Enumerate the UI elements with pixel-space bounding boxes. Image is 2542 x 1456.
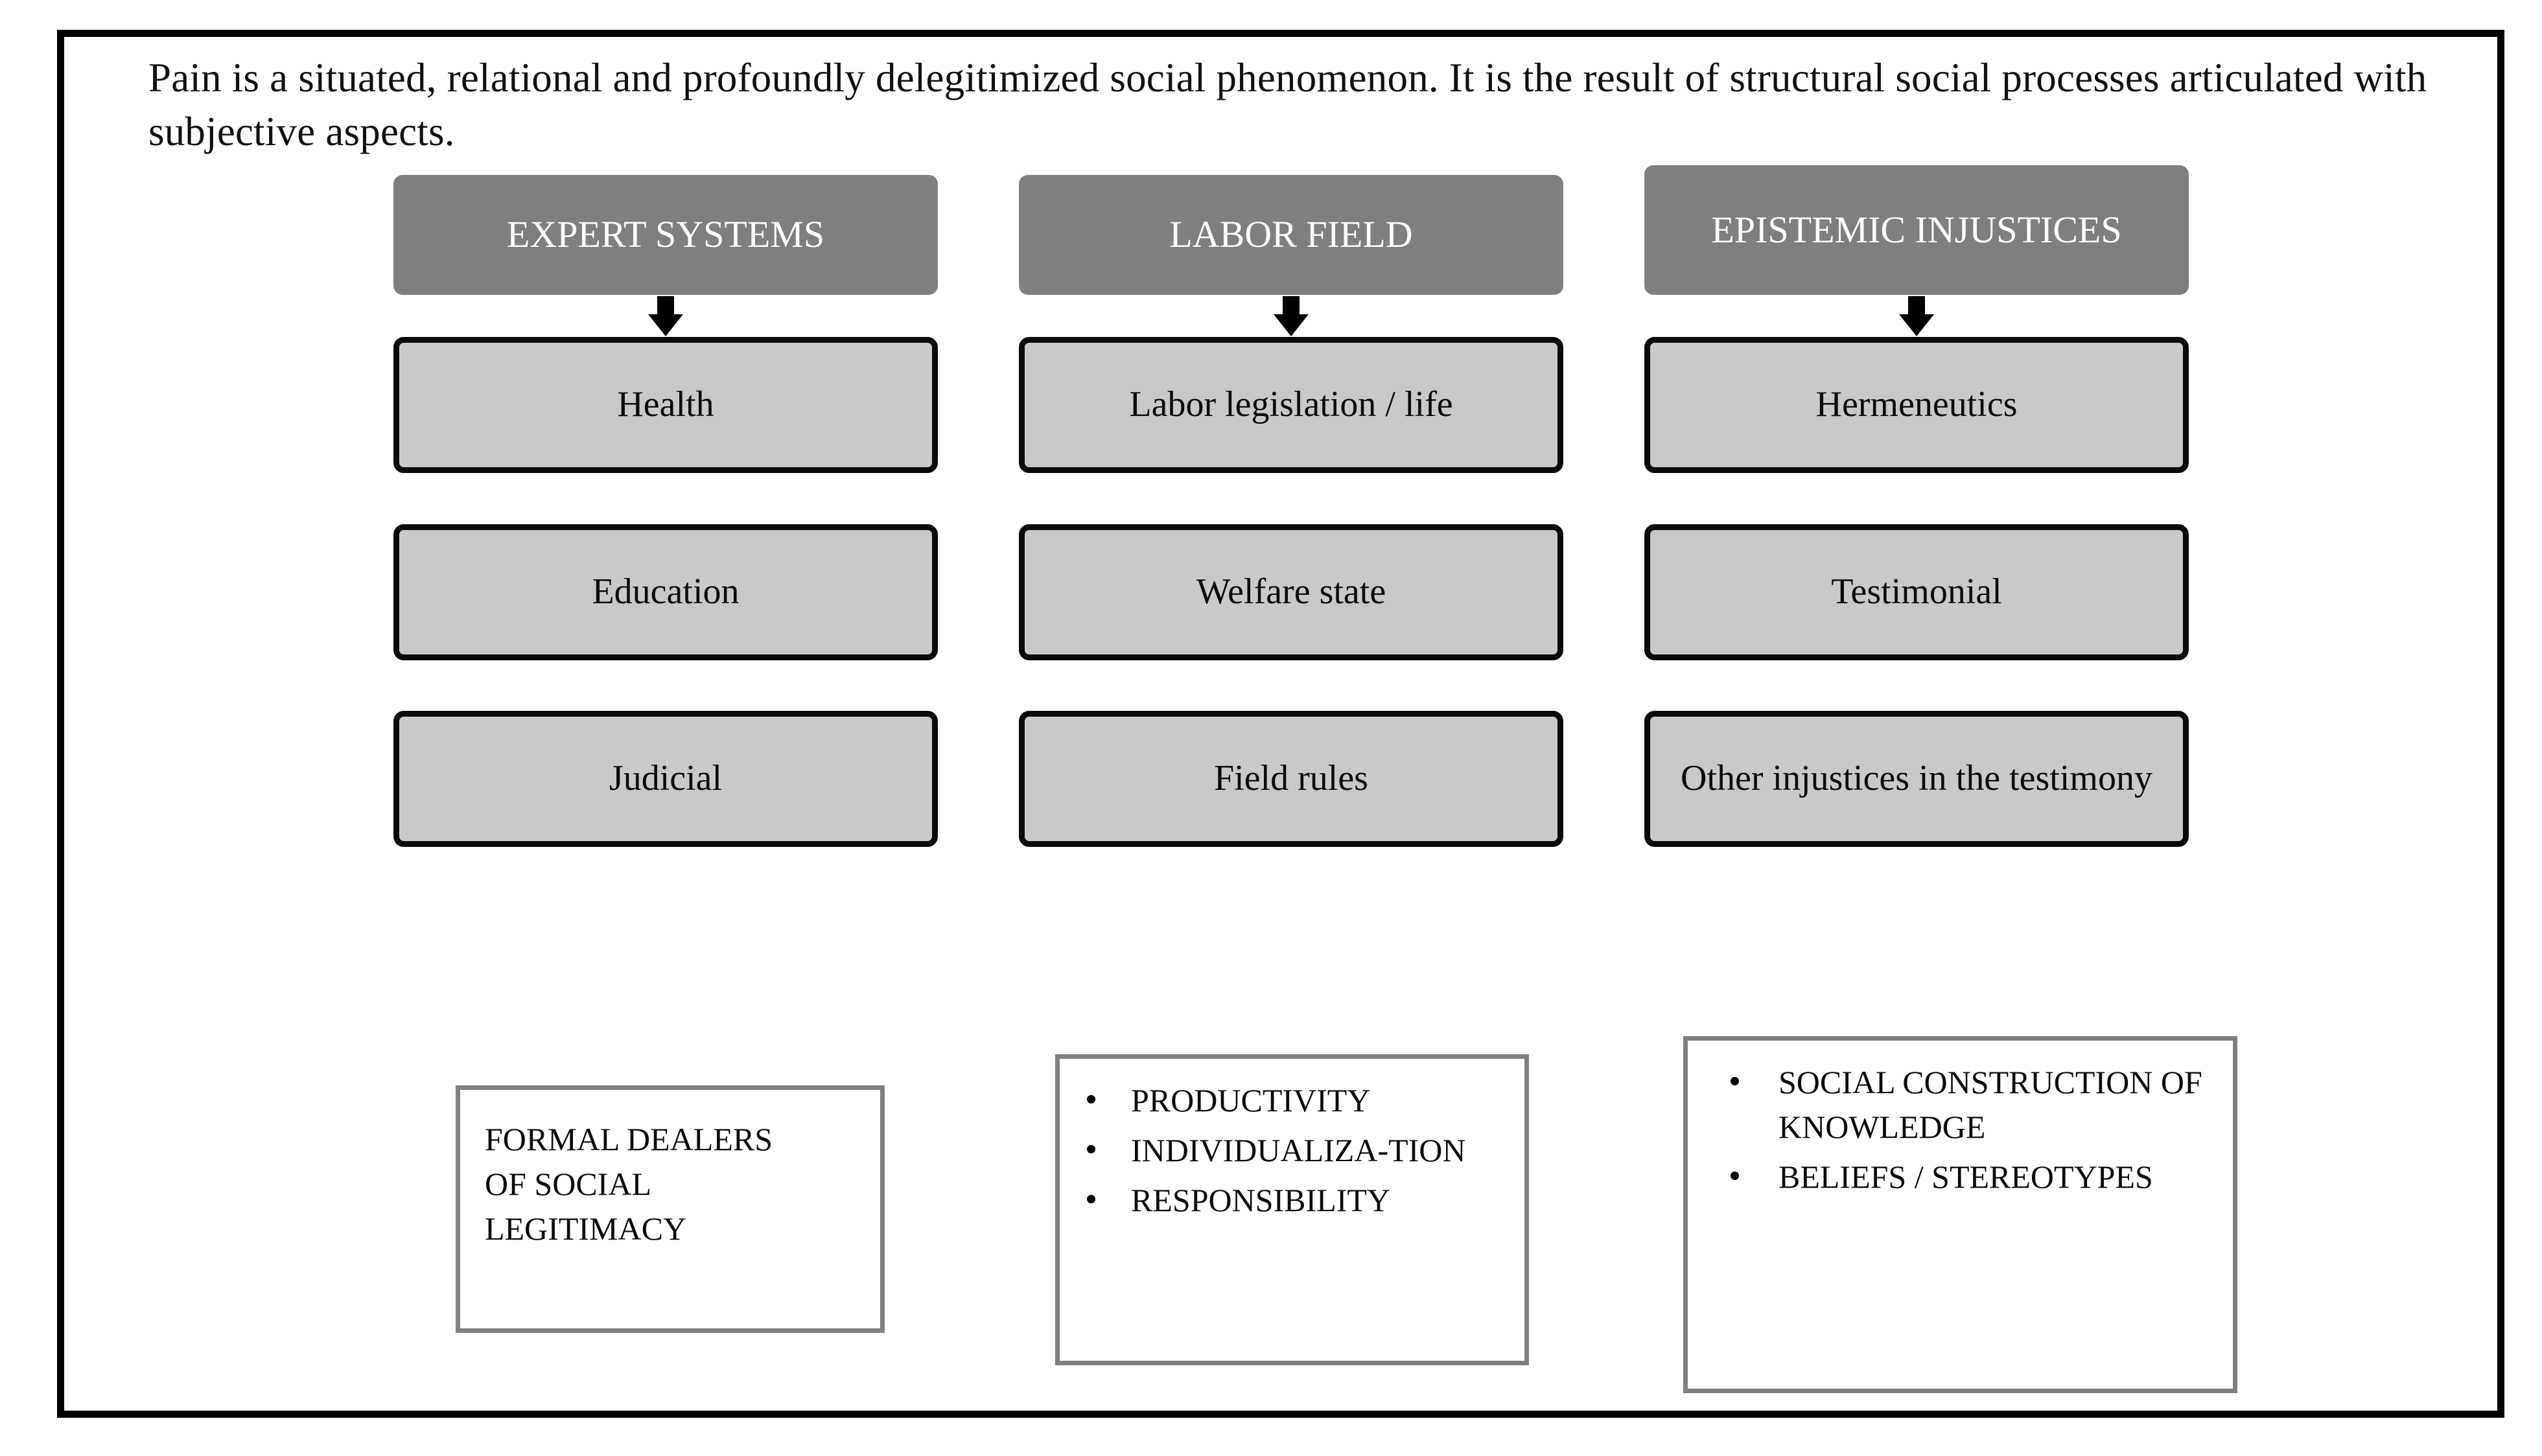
down-arrow-icon xyxy=(1270,296,1312,336)
list-item-label: BELIEFS / STEREOTYPES xyxy=(1778,1159,2153,1195)
bullet-icon xyxy=(1087,1195,1095,1203)
list-item: INDIVIDUALIZA-TION xyxy=(1069,1128,1524,1173)
note-box-formal-dealers[interactable]: FORMAL DEALERS OF SOCIAL LEGITIMACY xyxy=(456,1085,885,1333)
note-line: OF SOCIAL xyxy=(485,1166,651,1202)
step-box-field-rules[interactable]: Field rules xyxy=(1019,711,1563,847)
bullet-icon xyxy=(1731,1172,1739,1180)
step-box-testimonial[interactable]: Testimonial xyxy=(1644,524,2189,660)
column-header-labor-field[interactable]: LABOR FIELD xyxy=(1019,175,1563,295)
column-header-epistemic-injustices[interactable]: EPISTEMIC INJUSTICES xyxy=(1644,165,2189,295)
step-box-judicial[interactable]: Judicial xyxy=(393,711,938,847)
list-item: RESPONSIBILITY xyxy=(1069,1178,1524,1223)
list-item-label: RESPONSIBILITY xyxy=(1131,1182,1391,1218)
bullet-list: SOCIAL CONSTRUCTION OF KNOWLEDGE BELIEFS… xyxy=(1702,1060,2233,1199)
column-header-expert-systems[interactable]: EXPERT SYSTEMS xyxy=(393,175,938,295)
down-arrow-icon xyxy=(645,296,686,336)
list-item: BELIEFS / STEREOTYPES xyxy=(1702,1155,2233,1199)
step-box-labor-legislation[interactable]: Labor legislation / life xyxy=(1019,337,1563,473)
note-box-labor-attributes[interactable]: PRODUCTIVITY INDIVIDUALIZA-TION RESPONSI… xyxy=(1055,1054,1529,1365)
list-item: SOCIAL CONSTRUCTION OF KNOWLEDGE xyxy=(1702,1060,2233,1150)
step-box-health[interactable]: Health xyxy=(393,337,938,473)
step-box-education[interactable]: Education xyxy=(393,524,938,660)
bullet-icon xyxy=(1087,1145,1095,1153)
figure-frame: Pain is a situated, relational and profo… xyxy=(57,30,2504,1418)
step-box-other-injustices[interactable]: Other injustices in the testimony xyxy=(1644,711,2189,847)
down-arrow-icon xyxy=(1896,296,1937,336)
list-item: PRODUCTIVITY xyxy=(1069,1078,1524,1123)
step-box-hermeneutics[interactable]: Hermeneutics xyxy=(1644,337,2189,473)
note-box-epistemic-attributes[interactable]: SOCIAL CONSTRUCTION OF KNOWLEDGE BELIEFS… xyxy=(1683,1036,2237,1393)
list-item-label: SOCIAL CONSTRUCTION OF KNOWLEDGE xyxy=(1778,1064,2202,1145)
step-box-welfare-state[interactable]: Welfare state xyxy=(1019,524,1563,660)
note-line: LEGITIMACY xyxy=(485,1210,687,1247)
list-item-label: PRODUCTIVITY xyxy=(1131,1082,1371,1118)
bullet-icon xyxy=(1087,1095,1095,1104)
list-item-label: INDIVIDUALIZA-TION xyxy=(1131,1132,1466,1168)
bullet-list: PRODUCTIVITY INDIVIDUALIZA-TION RESPONSI… xyxy=(1069,1078,1524,1223)
intro-paragraph: Pain is a situated, relational and profo… xyxy=(148,55,2427,155)
bullet-icon xyxy=(1731,1077,1739,1085)
note-line: FORMAL DEALERS xyxy=(485,1121,773,1157)
